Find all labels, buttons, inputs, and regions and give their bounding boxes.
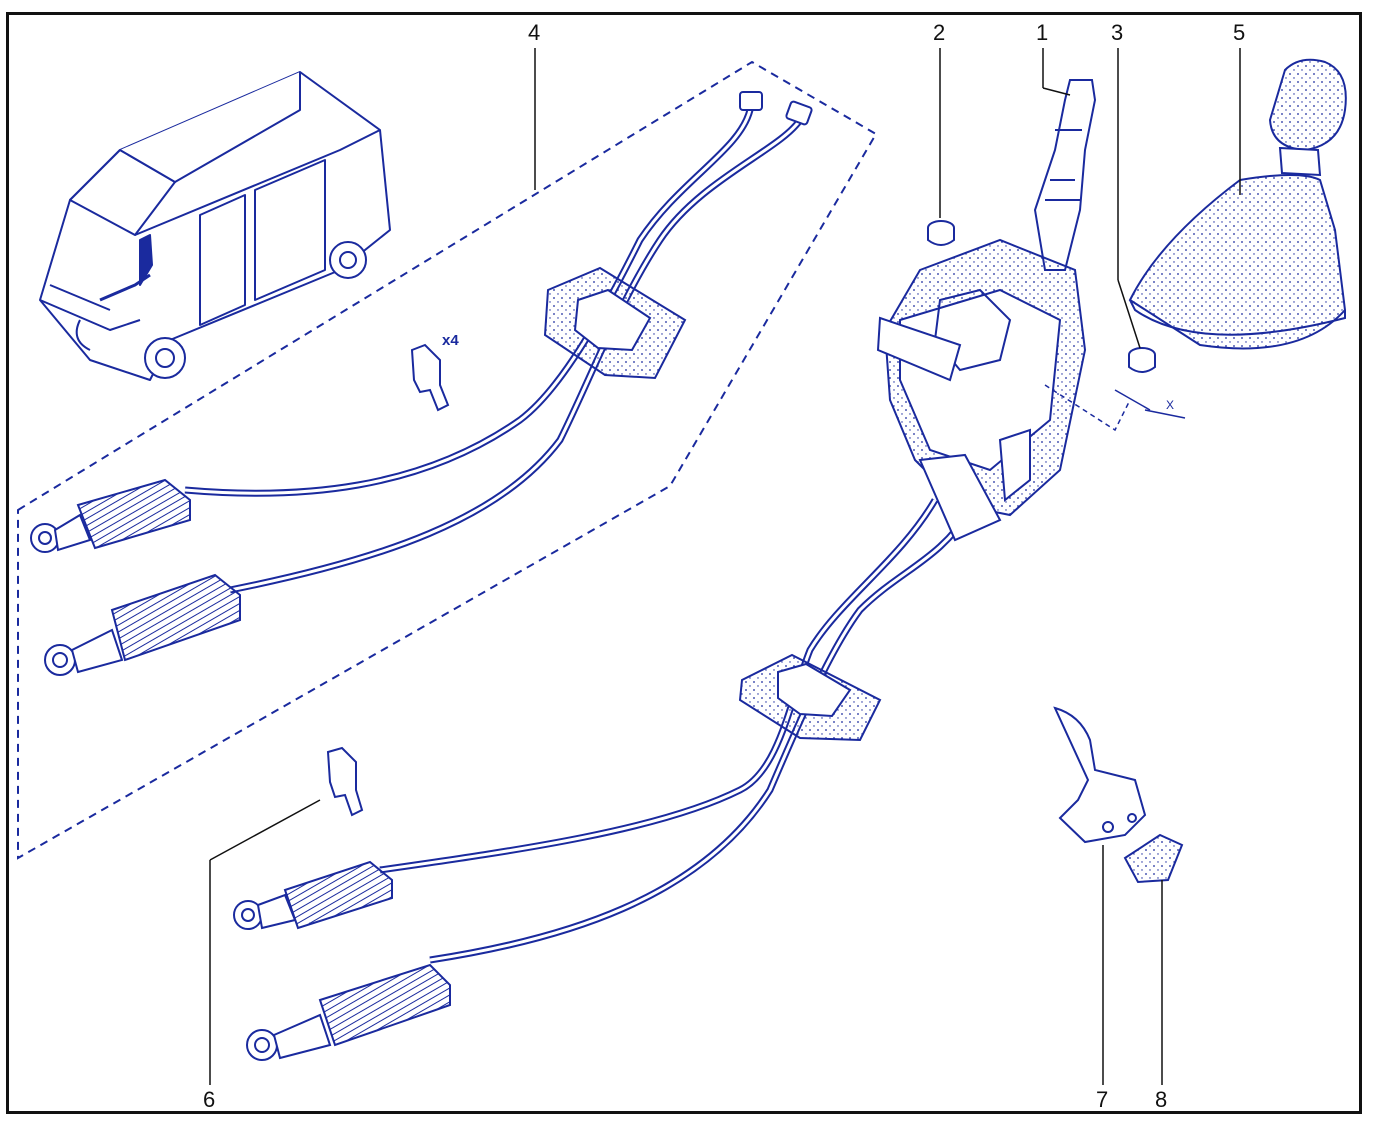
gear-knob-gaiter-icon: [1128, 58, 1347, 350]
callout-4: 4: [528, 20, 541, 45]
callout-8: 8: [1155, 1087, 1168, 1112]
callout-2: 2: [933, 20, 946, 45]
gear-lever-shaft-icon: [876, 79, 1097, 542]
bushing-icon: [927, 220, 955, 246]
callout-1: 1: [1036, 20, 1049, 45]
shift-cable-assembly-lower-icon: [233, 498, 974, 1061]
axis-mark-icon: [1044, 384, 1186, 432]
callout-3: 3: [1111, 20, 1124, 45]
clip-quantity-label: x4: [442, 332, 459, 349]
leader-lines: [209, 48, 1241, 1085]
callout-5: 5: [1233, 20, 1246, 45]
van-illustration-icon: [39, 71, 391, 381]
bushing-item-3-icon: [1128, 347, 1156, 373]
axis-x-label: X: [1166, 398, 1175, 412]
shift-cable-assembly-icon: [30, 91, 813, 676]
callout-7: 7: [1096, 1087, 1109, 1112]
callout-6: 6: [203, 1087, 216, 1112]
kit-boundary-dashed: [17, 60, 878, 860]
cable-clip-item-6-icon: [326, 746, 364, 817]
bracket-icon: [1053, 706, 1147, 844]
clip-block-icon: [1123, 833, 1184, 884]
cable-clip-icon: [410, 343, 450, 412]
